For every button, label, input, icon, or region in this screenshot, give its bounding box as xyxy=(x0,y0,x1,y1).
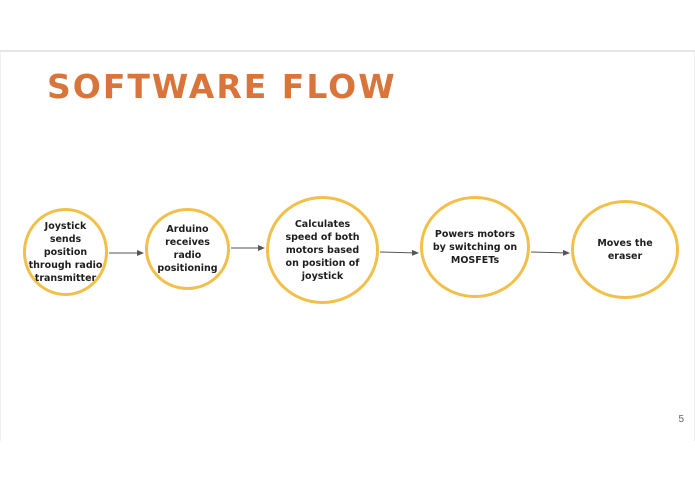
flow-step-label: Calculates speed of both motors based on… xyxy=(285,218,360,282)
flow-step-move-eraser: Moves the eraser xyxy=(571,200,679,299)
slide-title: SOFTWARE FLOW xyxy=(47,67,397,106)
flow-step-label: Moves the eraser xyxy=(597,237,653,262)
page-number: 5 xyxy=(678,414,684,425)
flow-step-label: Powers motors by switching on MOSFETs xyxy=(432,228,518,266)
flow-step-calculate-speed: Calculates speed of both motors based on… xyxy=(266,196,379,304)
flow-step-label: Arduino receives radio positioning xyxy=(157,224,218,274)
flow-step-label: Joystick sends position through radio tr… xyxy=(28,220,103,284)
flow-step-joystick: Joystick sends position through radio tr… xyxy=(23,208,108,296)
top-divider xyxy=(0,50,695,52)
flow-step-arduino: Arduino receives radio positioning xyxy=(145,208,230,290)
flow-step-power-motors: Powers motors by switching on MOSFETs xyxy=(420,196,530,298)
